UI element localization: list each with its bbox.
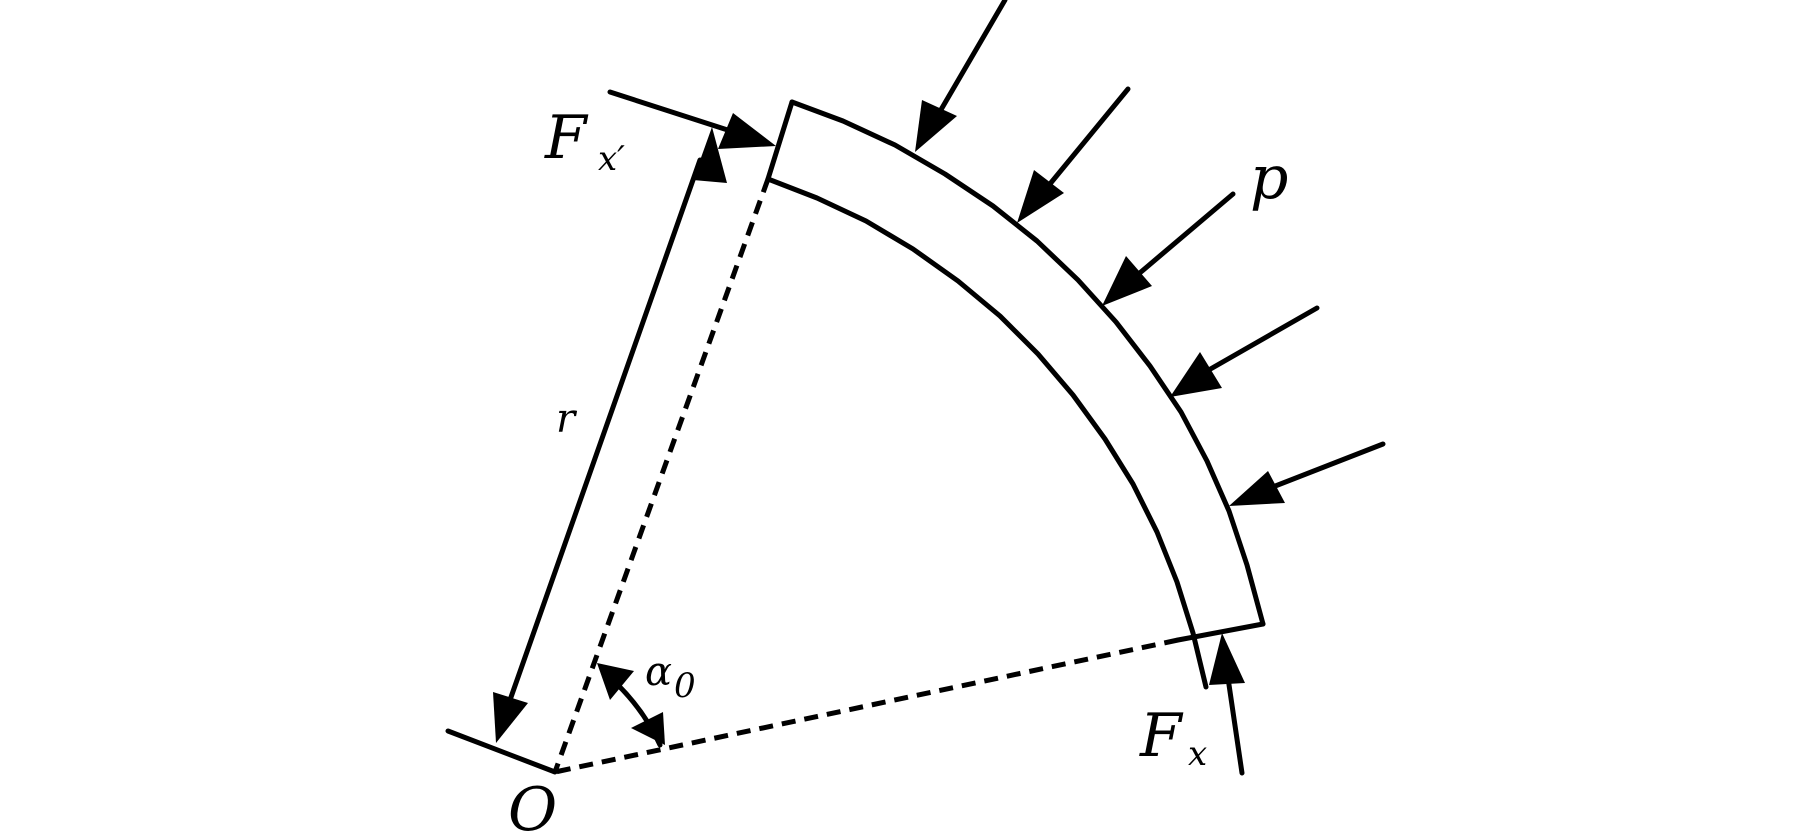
alpha0-subscript: 0 — [674, 666, 696, 706]
fx-label: F — [1139, 701, 1184, 771]
fx-prime-head — [718, 113, 776, 149]
pressure-arrow-3-head — [1102, 256, 1152, 306]
alpha0-label: α — [645, 649, 672, 695]
pressure-arrows — [915, 0, 1386, 506]
labels: F x′ p r α 0 F x O — [508, 103, 1288, 832]
r-arrow-head-top — [693, 127, 727, 183]
fx-prime-subscript: x′ — [598, 139, 625, 179]
radial-dashed-lines — [552, 178, 1179, 775]
right-radius-dashed — [554, 637, 1179, 775]
pressure-arrow-5-shaft — [1262, 441, 1386, 493]
fx-prime-label: F — [544, 103, 589, 173]
fx-subscript: x — [1188, 734, 1207, 774]
pressure-arrow-1-shaft — [932, 0, 1008, 123]
curved-beam — [765, 99, 1266, 690]
beam-left-end — [765, 99, 795, 182]
angle-alpha0 — [597, 663, 665, 748]
force-fx-arrow — [1209, 633, 1245, 776]
fx-shaft — [1225, 675, 1245, 776]
alpha0-head-bottom — [631, 712, 665, 745]
pressure-arrow-1-head — [915, 100, 957, 152]
radius-dimension — [445, 127, 727, 775]
beam-inner-edge — [765, 176, 1209, 690]
force-fx-prime-arrow — [607, 89, 776, 149]
pressure-arrow-2-head — [1017, 170, 1064, 223]
pressure-arrow-2-shaft — [1042, 86, 1131, 193]
r-dimension-line — [507, 157, 703, 703]
r-arrow-head-bottom — [493, 692, 528, 743]
pressure-arrow-4-shaft — [1197, 305, 1320, 378]
fx-head — [1209, 633, 1245, 685]
beam-right-end — [1175, 621, 1266, 643]
left-radius-dashed — [552, 178, 771, 773]
pressure-arrow-3-shaft — [1132, 191, 1236, 280]
r-dimension-extension — [445, 728, 558, 775]
radius-label: r — [556, 396, 578, 442]
pressure-arrow-5-head — [1229, 471, 1285, 506]
alpha0-head-top — [597, 663, 634, 700]
fx-prime-shaft — [607, 89, 743, 137]
pressure-label: p — [1250, 143, 1288, 213]
pressure-arrow-4-head — [1170, 352, 1222, 397]
origin-label: O — [508, 775, 557, 832]
beam-outer-edge — [789, 99, 1266, 627]
